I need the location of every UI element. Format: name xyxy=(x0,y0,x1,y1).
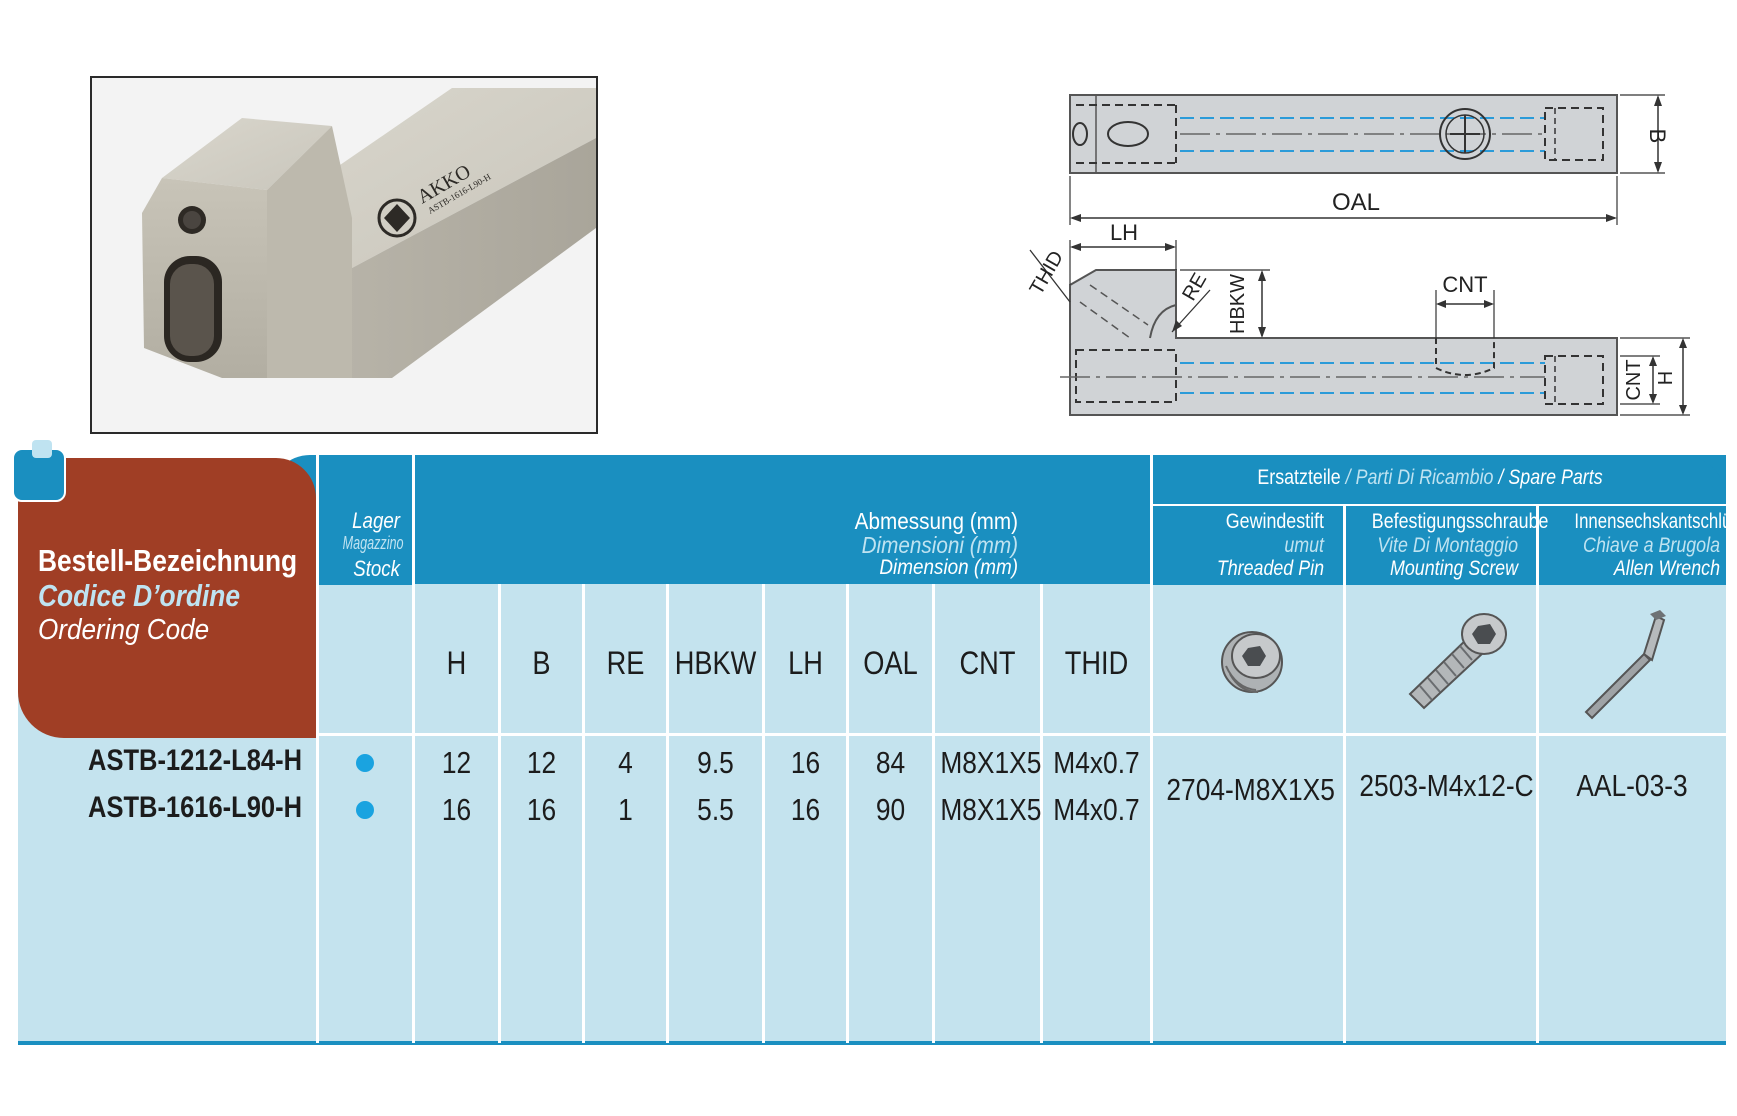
cell-oal: 90 xyxy=(875,792,906,827)
allen-wrench-de: Innensechskantschlüssel xyxy=(1574,510,1737,533)
dim-lh-label: LH xyxy=(1110,220,1138,245)
col-header-oal: OAL xyxy=(863,645,918,681)
mounting-screw-it: Vite Di Montaggio xyxy=(1377,534,1518,557)
dim-h-label: H xyxy=(1655,371,1677,385)
cell-lh: 16 xyxy=(790,792,821,827)
col-header-re: RE xyxy=(606,645,645,681)
order-code-header xyxy=(18,458,316,738)
col-header-lh: LH xyxy=(788,645,823,681)
separator xyxy=(582,584,585,1043)
stock-it: Magazzino xyxy=(342,533,404,553)
separator xyxy=(1150,455,1153,1043)
separator xyxy=(1536,505,1539,1043)
order-code-row-1: ASTB-1212-L84-H xyxy=(88,744,302,777)
cell-thid: M4x0.7 xyxy=(1053,792,1140,827)
col-header-b: B xyxy=(532,645,551,681)
separator xyxy=(666,584,669,1043)
dimension-en: Dimension (mm) xyxy=(879,556,1018,579)
separator xyxy=(762,584,765,1043)
col-header-h: H xyxy=(446,645,467,681)
dim-b-label: B xyxy=(1645,129,1670,144)
separator xyxy=(1040,584,1043,1043)
allen-key-icon xyxy=(1584,610,1666,720)
cell-h: 16 xyxy=(441,792,472,827)
spare-parts-sep1: / xyxy=(1345,466,1351,489)
dim-oal-label: OAL xyxy=(1332,189,1380,216)
separator xyxy=(412,455,415,1043)
col-header-thid: THID xyxy=(1064,645,1129,681)
order-code-de: Bestell-Bezeichnung xyxy=(38,543,298,578)
cell-h: 12 xyxy=(441,745,472,780)
spare-parts-sep2: / xyxy=(1498,466,1504,489)
cell-re: 4 xyxy=(618,745,633,780)
col-header-hbkw: HBKW xyxy=(674,645,757,681)
cell-b: 16 xyxy=(526,792,557,827)
product-photo: AKKO ASTB-1616-L90-H xyxy=(90,76,598,434)
separator xyxy=(846,584,849,1043)
allen-wrench-code: AAL-03-3 xyxy=(1576,768,1688,803)
cell-cnt: M8X1X5 xyxy=(940,745,1042,780)
threaded-pin-code: 2704-M8X1X5 xyxy=(1166,772,1335,807)
allen-wrench-en: Allen Wrench xyxy=(1613,557,1720,580)
cell-hbkw: 9.5 xyxy=(697,745,734,780)
spare-parts-title: Ersatzteile / Parti Di Ricambio / Spare … xyxy=(1192,466,1668,490)
table-bottom-rule xyxy=(18,1041,1726,1045)
spare-parts-rule xyxy=(1152,504,1726,506)
mounting-screw-de: Befestigungsschraube xyxy=(1371,510,1549,533)
threaded-pin-en: Threaded Pin xyxy=(1216,557,1324,580)
stock-de: Lager xyxy=(352,508,400,533)
separator xyxy=(498,584,501,1043)
dim-hbkw-label: HBKW xyxy=(1227,274,1249,334)
order-code-en: Ordering Code xyxy=(38,614,210,646)
mounting-screw-en: Mounting Screw xyxy=(1390,557,1518,580)
cell-cnt: M8X1X5 xyxy=(940,792,1042,827)
threaded-pin-de: Gewindestift xyxy=(1225,510,1324,533)
cell-thid: M4x0.7 xyxy=(1053,745,1140,780)
allen-wrench-it: Chiave a Brugola xyxy=(1583,534,1720,557)
set-screw-icon xyxy=(1221,631,1283,693)
cell-re: 1 xyxy=(618,792,633,827)
dim-cnt-side-label: CNT xyxy=(1623,359,1645,400)
dim-headers xyxy=(412,584,1152,734)
stock-dot-row-2 xyxy=(356,801,374,819)
order-code-row-2: ASTB-1616-L90-H xyxy=(88,791,302,824)
dim-cnt-top-label: CNT xyxy=(1442,272,1487,297)
tool-holder-render: AKKO ASTB-1616-L90-H xyxy=(142,88,596,378)
separator xyxy=(932,584,935,1043)
stock-en: Stock xyxy=(353,556,400,581)
header-rule xyxy=(316,733,1726,736)
order-code-it: Codice D’ordine xyxy=(38,578,241,613)
cell-b: 12 xyxy=(526,745,557,780)
corner-tab-inner xyxy=(32,440,52,458)
technical-drawing: B OAL LH THID RE HBKW CNT CNT xyxy=(1026,94,1690,416)
separator xyxy=(1343,505,1346,1043)
dimension-it: Dimensioni (mm) xyxy=(861,532,1018,558)
header-band-spares xyxy=(1122,455,1726,585)
dimension-de: Abmessung (mm) xyxy=(854,508,1018,534)
cell-hbkw: 5.5 xyxy=(697,792,734,827)
threaded-pin-it: umut xyxy=(1284,534,1324,557)
mounting-screw-code: 2503-M4x12-C xyxy=(1359,768,1534,803)
separator xyxy=(316,455,319,1043)
cap-screw-icon xyxy=(1408,613,1507,710)
spare-parts-it: Parti Di Ricambio xyxy=(1355,466,1494,489)
spare-parts-en: Spare Parts xyxy=(1508,466,1603,489)
cell-oal: 84 xyxy=(875,745,906,780)
col-header-cnt: CNT xyxy=(959,645,1016,681)
spare-parts-de: Ersatzteile xyxy=(1257,466,1341,489)
cell-lh: 16 xyxy=(790,745,821,780)
dim-re-label: RE xyxy=(1178,269,1211,304)
stock-dot-row-1 xyxy=(356,754,374,772)
